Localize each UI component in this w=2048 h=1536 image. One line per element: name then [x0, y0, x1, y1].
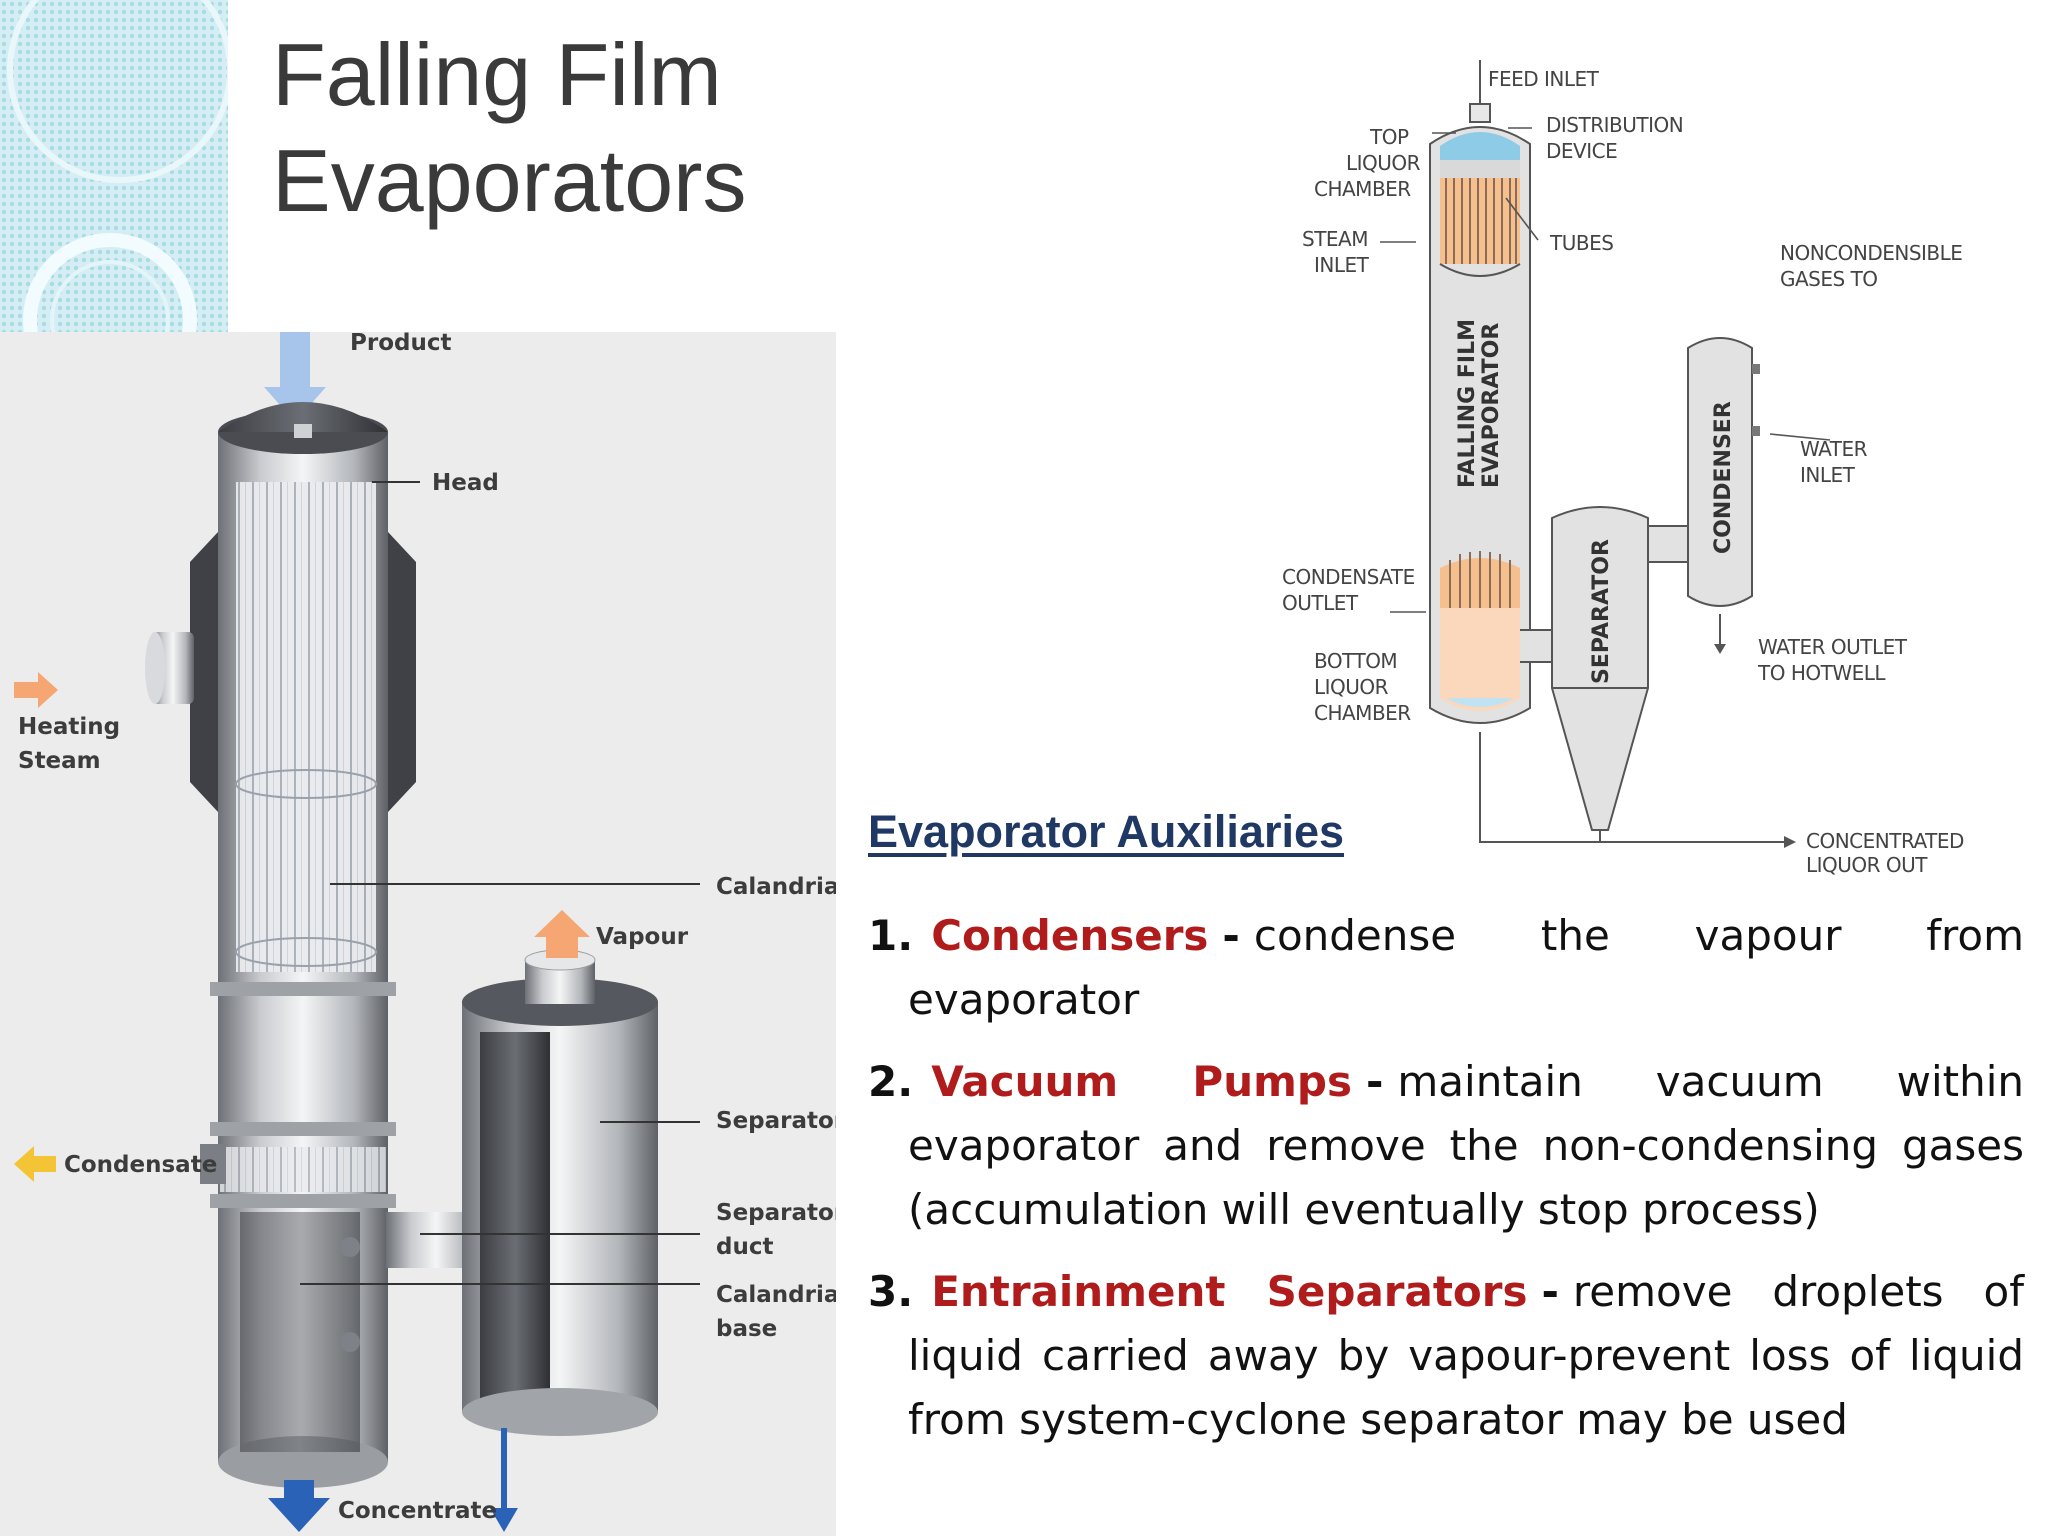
item-dash: - [1365, 1057, 1384, 1106]
label-condensate: Condensate [64, 1152, 217, 1178]
label-top-liquor-2: LIQUOR [1346, 151, 1421, 175]
label-top-liquor-3: CHAMBER [1314, 177, 1411, 201]
label-distribution-1: DISTRIBUTION [1546, 113, 1683, 137]
label-condensate-outlet-1: CONDENSATE [1282, 565, 1415, 589]
label-noncondensible-1: NONCONDENSIBLE [1780, 241, 1962, 265]
label-concentrate: Concentrate [338, 1498, 497, 1524]
auxiliaries-list: 1.Condensers-condense the vapour from ev… [868, 904, 2024, 1470]
item-number: 3. [868, 1267, 914, 1316]
label-separator: Separator [716, 1108, 836, 1134]
label-top-liquor-1: TOP [1369, 125, 1409, 149]
label-heating-steam-1: Heating [18, 714, 120, 740]
label-water-inlet-1: WATER [1800, 437, 1868, 461]
label-water-outlet-2: TO HOTWELL [1757, 661, 1886, 685]
label-feed-inlet: FEED INLET [1488, 67, 1600, 91]
item-description: condense the vapour from evaporator [908, 911, 2024, 1024]
label-noncondensible-2: GASES TO [1780, 267, 1878, 291]
label-steam-inlet-1: STEAM [1302, 227, 1368, 251]
list-item: 2. Vacuum Pumps-maintain vacuum within ev… [868, 1050, 2024, 1242]
list-item: 3. Entrainment Separators-remove droplets… [868, 1260, 2024, 1452]
label-bottom-liquor-2: LIQUOR [1314, 675, 1389, 699]
item-dash: - [1541, 1267, 1559, 1316]
label-bottom-liquor-1: BOTTOM [1314, 649, 1397, 673]
label-bottom-liquor-3: CHAMBER [1314, 701, 1411, 725]
falling-film-schematic: FEED INLET TOP LIQUOR CHAMBER DISTRIBUTI… [1282, 60, 1965, 877]
label-head: Head [432, 470, 499, 496]
label-falling-film-2: EVAPORATOR [1479, 323, 1504, 488]
label-distribution-2: DEVICE [1546, 139, 1617, 163]
label-falling-film-1: FALLING FILM [1455, 319, 1480, 488]
label-separator-duct-1: Separator [716, 1200, 836, 1226]
list-item: 1. Condensers-condense the vapour from ev… [868, 904, 2024, 1032]
label-concentrated-2: LIQUOR OUT [1806, 853, 1928, 877]
label-heating-steam-2: Steam [18, 748, 101, 774]
item-number: 1. [868, 911, 914, 960]
label-calandria-base-2: base [716, 1316, 777, 1342]
item-description: remove droplets of liquid carried away b… [908, 1267, 2024, 1444]
label-calandria-base-1: Calandria [716, 1282, 836, 1308]
label-vapour: Vapour [596, 924, 689, 950]
item-term: Entrainment Separators [931, 1267, 1528, 1316]
item-dash: - [1222, 911, 1240, 960]
label-calandria: Calandria [716, 874, 836, 900]
label-water-outlet-1: WATER OUTLET [1758, 635, 1908, 659]
label-separator-schematic: SEPARATOR [1589, 539, 1614, 684]
item-number: 2. [868, 1057, 914, 1106]
item-term: Condensers [931, 911, 1209, 960]
item-term: Vacuum Pumps [931, 1057, 1352, 1106]
auxiliaries-heading: Evaporator Auxiliaries [868, 806, 1345, 857]
label-product: Product [350, 332, 451, 356]
label-concentrated-1: CONCENTRATED [1806, 829, 1964, 853]
label-condensate-outlet-2: OUTLET [1282, 591, 1359, 615]
falling-film-evaporator-illustration: Product Heating Steam Head Calandria Vap… [0, 332, 836, 1536]
label-water-inlet-2: INLET [1800, 463, 1856, 487]
corner-decoration [0, 0, 228, 332]
item-description: maintain vacuum within evaporator and re… [908, 1057, 2024, 1234]
label-separator-duct-2: duct [716, 1234, 773, 1260]
label-tubes: TUBES [1549, 231, 1613, 255]
label-steam-inlet-2: INLET [1314, 253, 1370, 277]
label-condenser: CONDENSER [1711, 401, 1736, 554]
